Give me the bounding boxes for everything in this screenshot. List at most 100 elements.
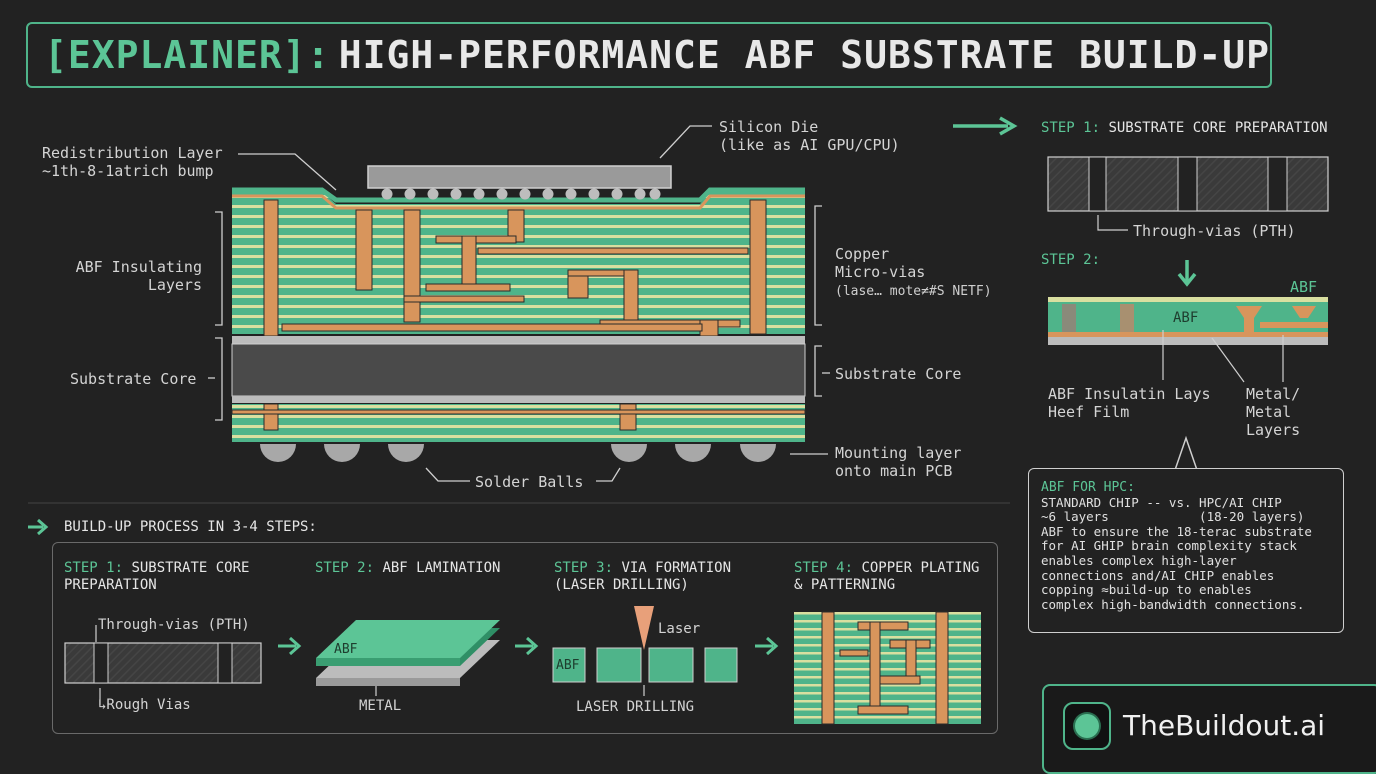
brand-name: TheBuildout.ai — [1123, 709, 1326, 742]
substrate-core — [231, 343, 806, 397]
step-title: ABF LAMINATION — [382, 560, 501, 576]
hpc-line: ABF to ensure the 18-terac substrate — [1041, 523, 1312, 539]
step-number: STEP 2: — [1041, 252, 1101, 268]
silicon-die — [367, 165, 672, 189]
core-top-foil — [232, 336, 805, 344]
arrow-right-icon — [28, 518, 49, 536]
micro-bumps — [381, 188, 661, 200]
process-core-vias — [93, 642, 233, 684]
step-number: STEP 1: — [64, 560, 124, 576]
right-core-vias — [1088, 156, 1288, 212]
copper-traces-lower — [231, 403, 806, 431]
solder-balls-label: Solder Balls — [475, 473, 584, 491]
mounting-layer-label: Mounting layer onto main PCB — [835, 444, 961, 480]
right-step1-heading: STEP 1: SUBSTRATE CORE PREPARATION — [1041, 120, 1328, 136]
abf-layers-label-line: ABF Insulating — [75, 258, 202, 276]
brand-logo — [1063, 702, 1111, 750]
mounting-layer-label-line: onto main PCB — [835, 462, 953, 480]
abf-film-label-line: ABF Insulatin Lays — [1048, 385, 1211, 403]
process-metal-label: METAL — [359, 698, 402, 714]
process-step2-heading: STEP 2: ABF LAMINATION — [315, 560, 500, 577]
metal-layers-label-line: Layers — [1246, 421, 1301, 439]
hpc-line: complex high-bandwidth connections. — [1041, 596, 1305, 612]
step-title: COPPER PLATING — [861, 560, 980, 576]
hpc-line: enables complex high-layer — [1041, 552, 1237, 568]
process-rough-vias-label: ↳Rough Vias — [98, 697, 191, 713]
process-abf-lamination — [316, 620, 500, 686]
step-title: & PATTERNING — [794, 577, 896, 593]
arrow-right-icon — [953, 116, 1018, 136]
hpc-line: for AI GHIP brain complexity stack — [1041, 538, 1297, 554]
process-copper-traces — [821, 611, 949, 725]
right-through-vias-label: Through-vias (PTH) — [1133, 222, 1296, 240]
process-through-vias-label: Through-vias (PTH) — [98, 617, 250, 633]
brand-logo-icon — [1075, 714, 1099, 738]
abf-film-label: ABF Insulatin Lays Heef Film — [1048, 385, 1211, 421]
solder-balls — [260, 444, 776, 462]
step-title: VIA FORMATION — [621, 560, 732, 576]
hpc-info-box: ABF FOR HPC: STANDARD CHIP -- vs. HPC/AI… — [1028, 468, 1344, 633]
rdl-label: Redistribution Layer ~1th-8-1atrich bump — [42, 144, 223, 180]
arrow-down-icon — [1177, 260, 1197, 287]
arrow-right-icon — [755, 636, 779, 656]
step-title: (LASER DRILLING) — [554, 577, 689, 593]
step-number: STEP 3: — [554, 560, 614, 576]
step-number: STEP 2: — [315, 560, 375, 576]
metal-layers-label-line: Metal — [1246, 403, 1292, 421]
right-abf-top-label: ABF — [1290, 278, 1318, 296]
hpc-heading: ABF FOR HPC: — [1041, 480, 1135, 495]
through-vias-leader — [1097, 215, 1128, 231]
process-abf3-label: ABF — [556, 658, 580, 673]
abf-layers-label: ABF Insulating Layers — [52, 258, 202, 294]
title-tag: [EXPLAINER]: — [44, 33, 331, 77]
silicon-die-label: Silicon Die (like as AI GPU/CPU) — [719, 118, 900, 154]
metal-layers-label: Metal/ Metal Layers — [1246, 385, 1300, 439]
step-title: PREPARATION — [64, 577, 157, 593]
copper-vias-label-line: Micro-vias — [835, 263, 926, 281]
process-abf-label: ABF — [334, 642, 358, 657]
process-laser-label: Laser — [658, 621, 701, 637]
core-bottom-foil — [232, 396, 805, 403]
hpc-callout-pointer — [1174, 435, 1198, 471]
copper-traces-upper — [263, 199, 767, 337]
arrow-right-icon — [515, 636, 539, 656]
silicon-die-label-line: (like as AI GPU/CPU) — [719, 136, 900, 154]
metal-layers-label-line: Metal/ — [1246, 385, 1301, 403]
process-laser-drilling-label: LASER DRILLING — [576, 699, 695, 715]
arrow-right-icon — [278, 636, 302, 656]
right-step2-leaders — [1162, 330, 1284, 383]
step-title: SUBSTRATE CORE — [131, 560, 250, 576]
process-panel — [52, 542, 998, 734]
copper-vias-label: Copper Micro-vias (lase… mote≠#S NETF) — [835, 245, 992, 301]
substrate-core-left-label: Substrate Core — [70, 370, 197, 388]
rdl-label-line: Redistribution Layer — [42, 144, 223, 162]
title-banner: [EXPLAINER]: HIGH-PERFORMANCE ABF SUBSTR… — [26, 22, 1272, 88]
process-step1-heading: STEP 1: SUBSTRATE CORE PREPARATION — [64, 560, 249, 594]
page-title: HIGH-PERFORMANCE ABF SUBSTRATE BUILD-UP — [338, 33, 1270, 77]
copper-vias-label-line: Copper — [835, 245, 890, 263]
abf-film-label-line: Heef Film — [1048, 403, 1130, 421]
upper-buildup-layers — [232, 187, 805, 334]
hpc-line: ~6 layers (18-20 layers) — [1041, 509, 1305, 525]
step-number: STEP 4: — [794, 560, 854, 576]
hpc-line: copping ≈build-up to enables — [1041, 582, 1252, 598]
right-abf-inner-label: ABF — [1173, 310, 1199, 326]
hpc-line: STANDARD CHIP -- vs. HPC/AI CHIP — [1041, 494, 1282, 510]
process-laser-drilling — [552, 606, 738, 683]
right-abf-laminate — [1048, 297, 1328, 345]
process-step4-heading: STEP 4: COPPER PLATING & PATTERNING — [794, 560, 979, 594]
hpc-line: connections and/AI CHIP enables — [1041, 567, 1275, 583]
process-heading: BUILD-UP PROCESS IN 3-4 STEPS: — [64, 519, 317, 535]
right-step2-heading: STEP 2: — [1041, 252, 1100, 268]
copper-vias-label-line: (lase… mote≠#S NETF) — [835, 284, 992, 299]
silicon-die-label-line: Silicon Die — [719, 118, 819, 136]
leader-lines — [208, 125, 830, 482]
abf-layers-label-line: Layers — [147, 276, 202, 294]
process-step1-leaders — [95, 625, 101, 705]
rdl-label-line: ~1th-8-1atrich bump — [42, 162, 214, 180]
substrate-core-right-label: Substrate Core — [835, 365, 962, 383]
step-number: STEP 1: — [1041, 120, 1101, 136]
process-step3-heading: STEP 3: VIA FORMATION (LASER DRILLING) — [554, 560, 731, 594]
step-title: SUBSTRATE CORE PREPARATION — [1108, 120, 1328, 136]
